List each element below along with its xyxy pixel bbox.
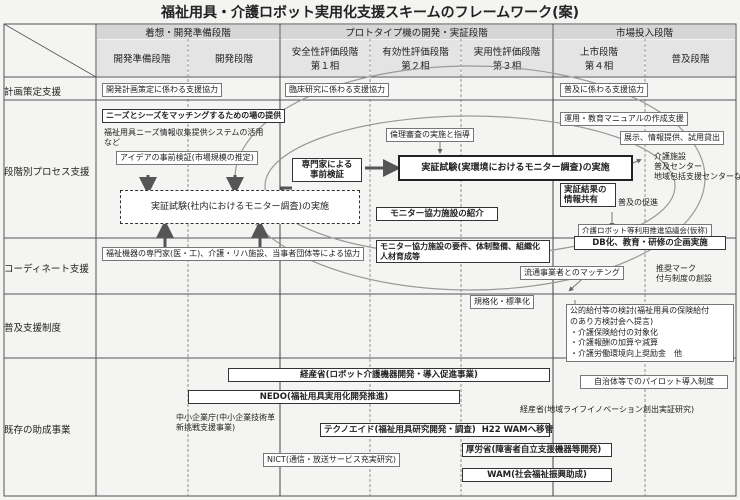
- expert-line1: 専門家による: [301, 160, 353, 170]
- monitor-requirement-box: モニター協力施設の要件、体制整備、組織化 人材育成等: [376, 240, 550, 264]
- row-diffusion-system: 普及支援制度: [4, 323, 62, 334]
- exhibit-box: 展示、情報提供、試用貸出: [620, 131, 724, 145]
- stage-safety-phase: 第１相: [310, 61, 340, 72]
- ethics-review-box: 倫理審査の実施と指導: [386, 128, 474, 142]
- stage-development: 開発段階: [189, 40, 279, 76]
- recommend-line2: 付与制度の創設: [656, 274, 712, 283]
- benefit-line3: ・介護保険給付の対象化: [570, 327, 658, 337]
- wam-transfer-label: H22 WAMへ移管: [481, 425, 554, 435]
- row-plan-support: 計画策定支援: [4, 87, 62, 98]
- stage-efficacy: 有効性評価段階 第２相: [371, 40, 460, 76]
- experts-cooperation-box: 福祉機器の専門家(医・工)、介護・リハ施設、当事者団体等による協力: [102, 247, 364, 261]
- sme-line2: 新挑戦支援事業): [176, 423, 236, 432]
- promote-text: 普及の促進: [618, 198, 658, 207]
- stage-safety-label: 安全性評価段階: [291, 47, 359, 58]
- row-coordinate-support: コーディネート支援: [4, 264, 89, 275]
- expert-line2: 事前検証: [309, 170, 344, 181]
- technoaid-grant: テクノエイド(福祉用具研究開発・調査) H22 WAMへ移管: [320, 423, 554, 438]
- phase-prototype: プロトタイプ機の開発・実証段階: [281, 25, 552, 39]
- plan-diffusion-support: 普及に係わる支援協力: [560, 83, 648, 97]
- technoaid-label: テクノエイド(福祉用具研究開発・調査): [324, 425, 476, 435]
- care-line3: 地域包括支援センターなど: [654, 172, 740, 181]
- expert-prevalidation-box: 専門家による 事前検証: [292, 158, 362, 183]
- monitor-req-line2: 人材育成等: [380, 251, 420, 261]
- stage-launch-phase: 第４相: [584, 61, 614, 72]
- distributor-matching-box: 流通事業者とのマッチング: [520, 266, 624, 280]
- stage-launch-label: 上市段階: [579, 47, 618, 58]
- idea-verification-box: アイデアの事前検証(市場規模の推定): [116, 151, 258, 165]
- field-test-box: 実証試験(実環境におけるモニター調査)の実施: [398, 155, 633, 181]
- nict-grant: NICT(通信・放送サービス充実研究): [263, 453, 401, 467]
- public-benefit-box: 公的給付等の検討(福祉用具の保険給付 のあり方検討会へ提言) ・介護保険給付の対…: [566, 304, 734, 362]
- monitor-req-line1: モニター協力施設の要件、体制整備、組織化: [380, 242, 540, 251]
- manual-support-box: 運用・教育マニュアルの作成支援: [560, 112, 688, 126]
- standardization-box: 規格化・標準化: [470, 295, 534, 309]
- internal-test-box: 実証試験(社内におけるモニター調査)の実施: [120, 190, 360, 224]
- recommend-line1: 推奨マーク: [656, 264, 696, 273]
- result-line2: 情報共有: [564, 195, 599, 206]
- local-pilot-box: 自治体等でのパイロット導入制度: [580, 375, 728, 389]
- benefit-line5: ・介護労働環境向上奨励金 他: [570, 349, 682, 359]
- diagram-title: 福祉用具・介護ロボット実用化支援スキームのフレームワーク(案): [161, 5, 579, 21]
- benefit-line2: のあり方検討会へ提言): [570, 316, 654, 326]
- care-facility-text: 介護施設 普及センター 地域包括支援センターなど: [654, 152, 740, 182]
- plan-clinical-support: 臨床研究に係わる支援協力: [285, 83, 389, 97]
- needs-info-etc: など: [104, 138, 120, 147]
- phase-market: 市場投入段階: [554, 25, 735, 39]
- monitor-facility-intro-box: モニター協力施設の紹介: [376, 207, 498, 222]
- meti-robot-grant: 経産省(ロボット介護機器開発・導入促進事業): [228, 368, 550, 383]
- needs-matching-box: ニーズとシーズをマッチングするための場の提供: [102, 109, 286, 123]
- meti-local-grant: 経産省(地域ライフイノベーション創出実証研究): [520, 405, 695, 414]
- stage-practicality-label: 実用性評価段階: [473, 47, 541, 58]
- sme-grant: 中小企業庁(中小企業技術革 新挑戦支援事業): [176, 413, 275, 433]
- benefit-line4: ・介護報酬の加算や減算: [570, 338, 658, 348]
- wam-grant: WAM(社会福祉振興助成): [462, 468, 612, 483]
- plan-dev-support: 開発計画策定に係わる支援協力: [102, 83, 222, 97]
- needs-info-system: 福祉用具ニーズ情報収集提供システムの活用: [104, 128, 264, 137]
- benefit-line1: 公的給付等の検討(福祉用具の保険給付: [570, 306, 710, 315]
- stage-preparation: 開発準備段階: [97, 40, 187, 76]
- stage-practicality: 実用性評価段階 第３相: [462, 40, 552, 76]
- recommend-mark-text: 推奨マーク 付与制度の創設: [656, 264, 712, 284]
- stage-launch: 上市段階 第４相: [554, 40, 644, 76]
- sme-line1: 中小企業庁(中小企業技術革: [176, 413, 276, 422]
- stage-practicality-phase: 第３相: [492, 61, 522, 72]
- mhlw-grant: 厚労省(障害者自立支援機器等開発): [462, 443, 612, 458]
- stage-diffusion: 普及段階: [646, 40, 735, 76]
- stage-safety: 安全性評価段階 第１相: [281, 40, 369, 76]
- nedo-grant: NEDO(福祉用具実用化開発推進): [188, 390, 460, 405]
- result-line1: 実証結果の: [564, 185, 607, 195]
- care-line2: 普及センター: [654, 162, 702, 171]
- db-training-box: DB化、教育・研修の企画実施: [574, 236, 726, 251]
- row-process-support: 段階別プロセス支援: [4, 167, 90, 178]
- phase-ideation: 着想・開発準備段階: [97, 25, 279, 39]
- stage-efficacy-label: 有効性評価段階: [382, 47, 449, 58]
- row-existing-grants: 既存の助成事業: [4, 425, 71, 436]
- stage-efficacy-phase: 第２相: [401, 61, 430, 72]
- result-sharing-box: 実証結果の 情報共有: [560, 183, 616, 208]
- care-line1: 介護施設: [654, 152, 686, 161]
